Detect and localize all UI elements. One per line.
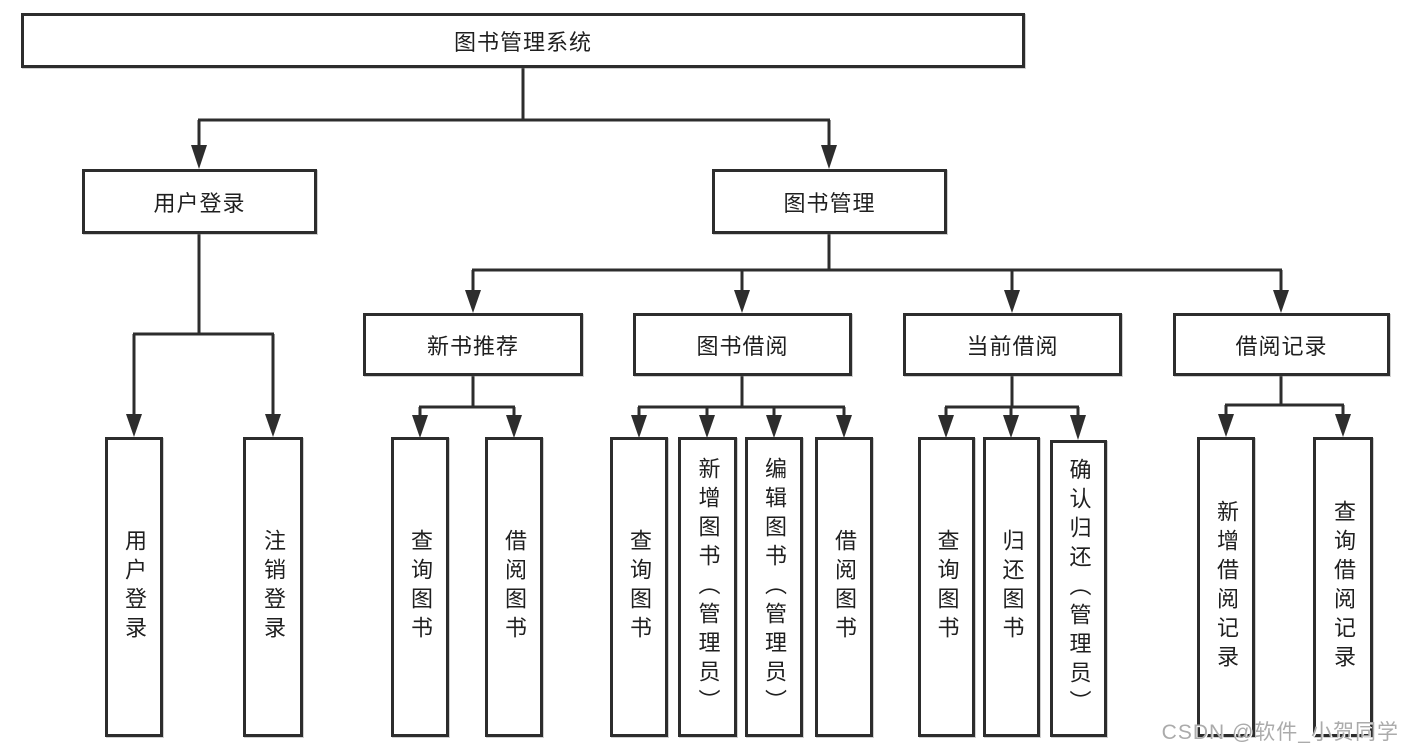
node-book-management: 图书管理	[712, 169, 947, 234]
leaf-logout-label: 注销登录	[261, 529, 286, 645]
node-user-login: 用户登录	[82, 169, 317, 234]
leaf-query-books-1-label: 查询图书	[408, 529, 433, 645]
node-root-label: 图书管理系统	[453, 29, 592, 55]
node-current-borrow: 当前借阅	[903, 313, 1122, 376]
leaf-return-books: 归还图书	[983, 437, 1040, 737]
leaf-user-login: 用户登录	[105, 437, 163, 737]
node-borrow-records-label: 借阅记录	[1235, 333, 1328, 359]
leaf-query-borrow-record: 查询借阅记录	[1313, 437, 1373, 737]
watermark: CSDN @软件_小贺同学	[1161, 721, 1399, 744]
node-book-borrow-label: 图书借阅	[696, 333, 789, 359]
leaf-query-books-3-label: 查询图书	[934, 529, 960, 645]
node-new-book-recommend: 新书推荐	[363, 313, 583, 376]
leaf-add-borrow-record-label: 新增借阅记录	[1214, 500, 1239, 674]
leaf-confirm-return-admin-label: 确认归还（管理员）	[1066, 458, 1092, 719]
leaf-add-book-admin: 新增图书（管理员）	[678, 437, 737, 737]
connector-book-borrow	[637, 376, 846, 417]
leaf-query-borrow-record-label: 查询借阅记录	[1331, 500, 1356, 674]
connector-book-management	[471, 234, 1283, 291]
node-borrow-records: 借阅记录	[1173, 313, 1390, 376]
connector-new-book	[418, 376, 516, 417]
leaf-add-borrow-record: 新增借阅记录	[1197, 437, 1255, 737]
connector-current-borrow	[944, 376, 1080, 417]
leaf-borrow-books-1: 借阅图书	[485, 437, 543, 737]
node-user-login-label: 用户登录	[153, 190, 246, 216]
node-new-book-label: 新书推荐	[426, 333, 519, 359]
node-current-borrow-label: 当前借阅	[966, 333, 1059, 359]
leaf-user-login-label: 用户登录	[122, 529, 147, 645]
leaf-query-books-2-label: 查询图书	[627, 529, 652, 645]
leaf-logout: 注销登录	[243, 437, 303, 737]
leaf-query-books-2: 查询图书	[610, 437, 668, 737]
leaf-confirm-return-admin: 确认归还（管理员）	[1050, 440, 1107, 737]
node-book-borrow: 图书借阅	[633, 313, 852, 376]
leaf-borrow-books-1-label: 借阅图书	[502, 529, 527, 645]
node-root: 图书管理系统	[21, 13, 1025, 68]
arrowheads	[126, 145, 1351, 440]
connector-root	[197, 68, 831, 147]
leaf-add-book-admin-label: 新增图书（管理员）	[695, 456, 721, 718]
leaf-query-books-1: 查询图书	[391, 437, 449, 737]
leaf-edit-book-admin-label: 编辑图书（管理员）	[762, 456, 787, 718]
node-book-management-label: 图书管理	[783, 190, 876, 216]
leaf-query-books-3: 查询图书	[918, 437, 975, 737]
leaf-return-books-label: 归还图书	[999, 529, 1025, 645]
leaf-edit-book-admin: 编辑图书（管理员）	[745, 437, 803, 737]
leaf-borrow-books-2-label: 借阅图书	[832, 529, 857, 645]
leaf-borrow-books-2: 借阅图书	[815, 437, 873, 737]
connector-borrow-record	[1224, 376, 1345, 415]
connector-user-login	[132, 234, 275, 415]
